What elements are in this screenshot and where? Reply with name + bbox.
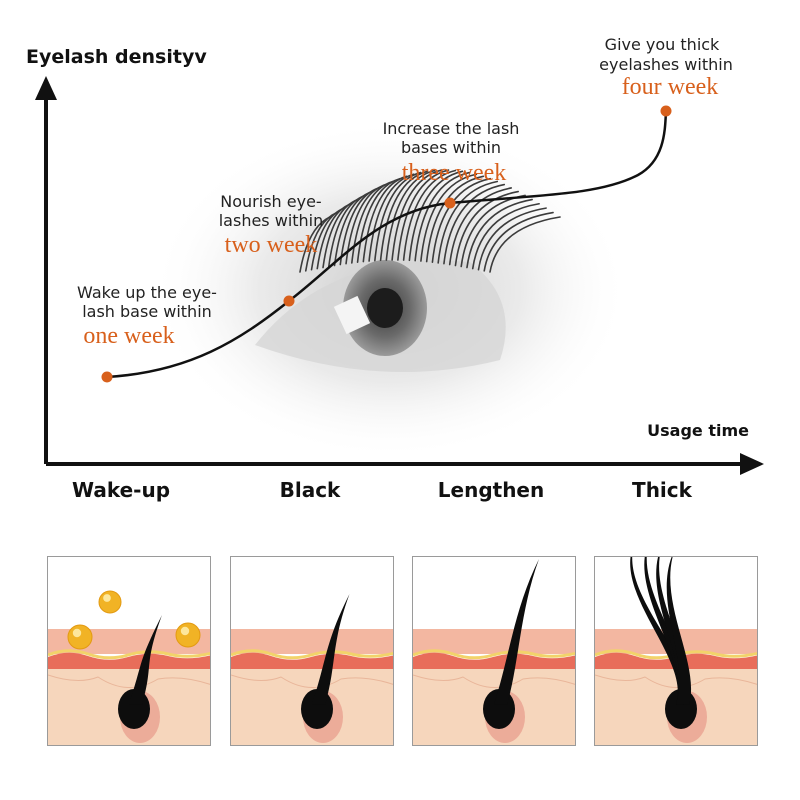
stage-labels: Wake-up Black Lengthen Thick (72, 478, 693, 502)
decorative-lash (374, 171, 422, 262)
skin-layer-red (413, 652, 575, 669)
hair-strand (630, 557, 691, 705)
data-point-4 (660, 105, 672, 117)
skin-boundary-line (413, 649, 575, 660)
data-point-1 (101, 371, 113, 383)
annotation-2-line-1: Nourish eye- (220, 192, 321, 211)
annotation-3-line-1: Increase the lash (383, 119, 520, 138)
decorative-lash (471, 202, 540, 270)
stage-panel-wake-up (47, 556, 211, 746)
decorative-lash (466, 198, 533, 269)
annotation-2: Nourish eye- lashes within two week (219, 192, 324, 258)
annotation-3-line-2: bases within (401, 138, 501, 157)
annotation-4-line-1: Give you thick (605, 35, 720, 54)
eye-background-image (150, 120, 630, 460)
decorative-lash (333, 190, 373, 267)
stage-panel-black (230, 556, 394, 746)
follicle-illustration (231, 594, 393, 745)
y-axis-label: Eyelash densityv (26, 46, 207, 68)
decorative-lash (368, 173, 415, 262)
decorative-lash (362, 175, 408, 263)
follicle-illustration (595, 557, 757, 745)
data-point-2 (283, 295, 295, 307)
stage-label-thick: Thick (632, 478, 693, 502)
annotation-4: Give you thick eyelashes within four wee… (599, 35, 733, 100)
skin-boundary-line (231, 649, 393, 660)
decorative-lash (437, 180, 499, 264)
stage-panel-lengthen (412, 556, 576, 746)
dermis-texture (595, 674, 757, 688)
annotation-4-line-2: eyelashes within (599, 55, 733, 74)
oil-drop (67, 624, 93, 650)
stage-label-wake-up: Wake-up (72, 478, 170, 502)
decorative-lash (356, 177, 401, 264)
decorative-lash (448, 187, 513, 266)
oil-drop (98, 590, 122, 614)
annotation-2-line-2: lashes within (219, 211, 324, 230)
dermis-texture (48, 674, 210, 688)
decorative-lash (414, 171, 471, 262)
annotation-1-week: one week (83, 323, 174, 349)
data-point-3 (444, 197, 456, 209)
annotation-1-line-1: Wake up the eye- (77, 283, 217, 302)
growth-curve-line (106, 110, 668, 379)
skin-layer-red (48, 652, 210, 669)
stage-label-black: Black (280, 478, 341, 502)
stage-panel-thick (594, 556, 758, 746)
annotation-2-week: two week (225, 232, 318, 258)
decorative-lash (483, 211, 554, 272)
decorative-lash (351, 180, 394, 264)
decorative-lash (454, 190, 519, 267)
decorative-lash (327, 194, 366, 268)
annotation-4-week: four week (622, 74, 719, 100)
oil-drop (175, 622, 201, 648)
decorative-lash (379, 170, 429, 262)
annotation-3: Increase the lash bases within three wee… (383, 119, 520, 186)
decorative-lash (443, 183, 506, 265)
stage-label-lengthen: Lengthen (438, 478, 544, 502)
annotation-1: Wake up the eye- lash base within one we… (77, 283, 217, 349)
decorative-lash (420, 173, 478, 262)
hair-strand (666, 557, 692, 705)
y-axis (35, 76, 57, 464)
hair-strand (129, 615, 162, 705)
dermis-texture (413, 674, 575, 688)
decorative-lash (402, 169, 457, 261)
eyelash-density-chart: Eyelash densityv Usage time Wake-up Blac… (26, 35, 764, 502)
skin-boundary-line (48, 649, 210, 660)
decorative-lash (391, 169, 443, 261)
hair-strand (312, 594, 350, 705)
annotation-1-line-2: lash base within (82, 302, 212, 321)
oil-drop-highlight (72, 628, 82, 638)
oil-drop-highlight (180, 626, 190, 636)
dermis-texture (231, 674, 393, 688)
x-axis-label: Usage time (647, 421, 749, 440)
decorative-lash (477, 207, 547, 271)
follicle-illustration (48, 590, 210, 745)
oil-drop-highlight (103, 594, 111, 602)
skin-layer-red (231, 652, 393, 669)
annotation-3-week: three week (402, 160, 507, 186)
decorative-lash (339, 187, 380, 266)
follicle-illustration (413, 559, 575, 745)
decorative-lash (408, 170, 464, 262)
x-axis (46, 453, 764, 475)
decorative-lash (385, 169, 436, 261)
hair-strand (494, 559, 539, 705)
decorative-lash (489, 216, 561, 273)
decorative-lash (397, 169, 450, 261)
